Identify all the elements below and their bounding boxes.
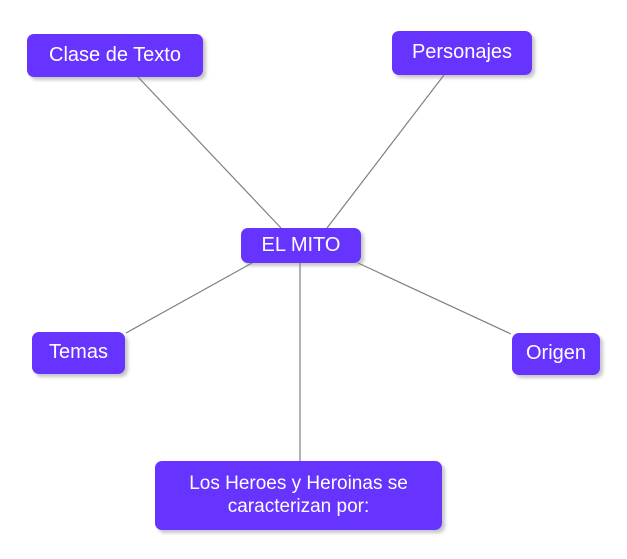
edge-personajes xyxy=(326,74,445,229)
node-label-el-mito: EL MITO xyxy=(261,233,341,256)
node-clase-de-texto[interactable]: Clase de Texto xyxy=(27,34,203,77)
node-origen[interactable]: Origen xyxy=(512,333,600,375)
edge-clase-de-texto xyxy=(137,76,282,229)
node-label-temas: Temas xyxy=(49,341,108,364)
edge-temas xyxy=(125,262,253,334)
node-temas[interactable]: Temas xyxy=(32,332,125,374)
edge-origen xyxy=(357,262,512,335)
node-personajes[interactable]: Personajes xyxy=(392,31,532,75)
node-label-heroes-heroinas: Los Heroes y Heroinas se caracterizan po… xyxy=(189,473,408,517)
node-heroes-heroinas[interactable]: Los Heroes y Heroinas se caracterizan po… xyxy=(155,461,442,530)
node-label-clase-de-texto: Clase de Texto xyxy=(49,43,181,66)
node-label-origen: Origen xyxy=(525,342,587,365)
node-el-mito[interactable]: EL MITO xyxy=(241,228,361,263)
node-label-personajes: Personajes xyxy=(411,41,513,64)
